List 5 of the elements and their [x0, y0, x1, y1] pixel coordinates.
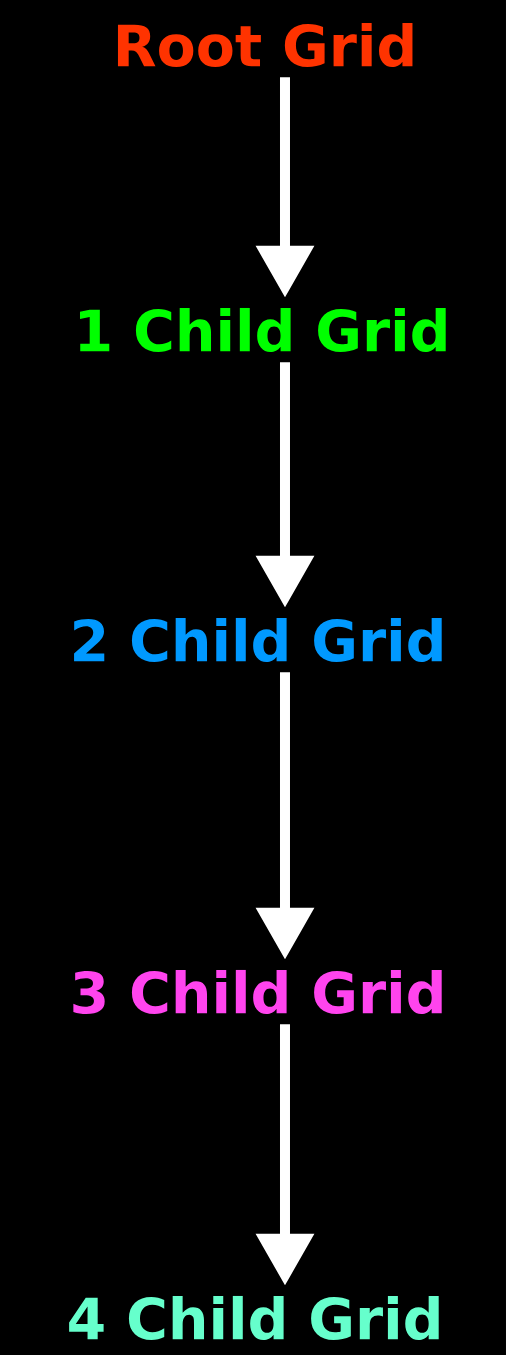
grid-label: 4 Child Grid: [69, 1295, 439, 1341]
grid-label: 3 Child Grid: [73, 969, 442, 1015]
grid-label: 1 Child Grid: [80, 307, 446, 353]
grid-label: 2 Child Grid: [74, 617, 442, 663]
grid-label: Root Grid: [117, 22, 413, 68]
